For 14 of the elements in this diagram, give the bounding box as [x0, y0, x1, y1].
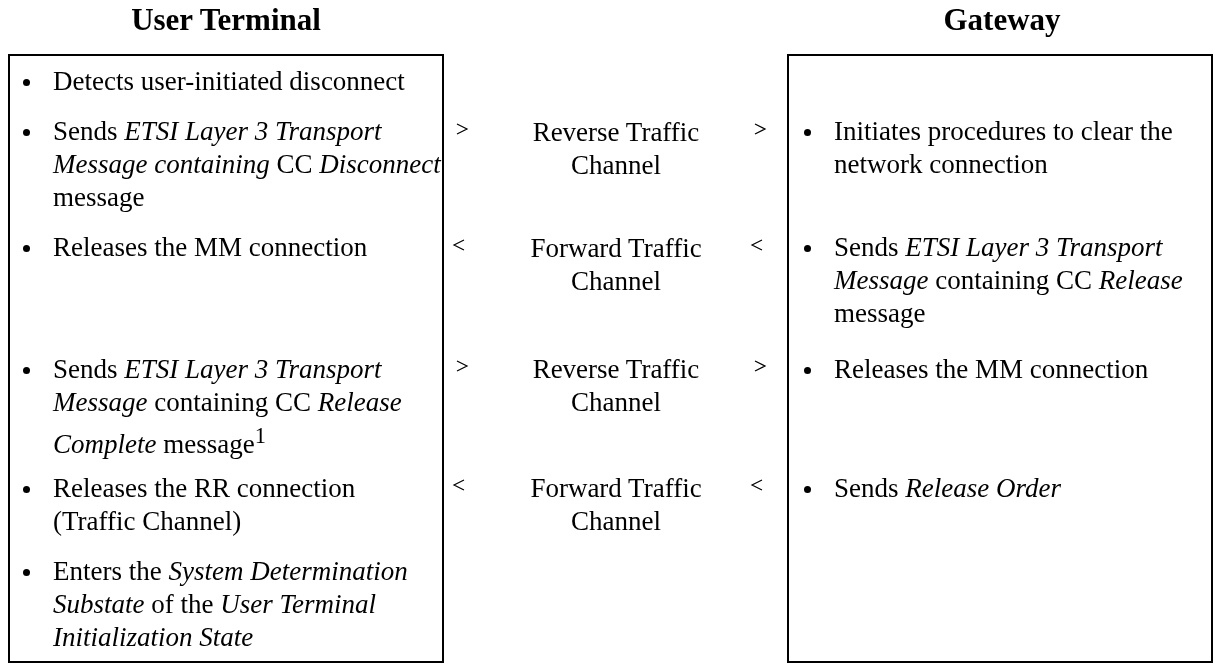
bullet-text: Enters the System Determination Substate of the User Terminal Initialization State	[53, 555, 409, 654]
bullet-text: Sends ETSI Layer 3 Transport Message containing CC Release Complete message$^{1}$	[53, 353, 403, 461]
bullet-text: Initiates procedures to clear the network connection	[834, 115, 1174, 181]
bullet-text: Sends ETSI Layer 3 Transport Message containing CC Release message	[834, 231, 1184, 330]
bullet-text: Detects user-initiated disconnect	[53, 65, 406, 98]
column-heading: Gateway	[943, 2, 1061, 38]
bullet-text: Sends ETSI Layer 3 Transport Message containing CC Disconnect message	[53, 115, 441, 214]
edge-label: Reverse Traffic Channel	[531, 116, 701, 182]
bullet-text: Releases the MM connection	[834, 353, 1150, 386]
bullet-text: Releases the RR connection (Traffic Channel)	[53, 472, 357, 538]
edge-label: Reverse Traffic Channel	[531, 353, 701, 419]
bullet-text: Sends Release Order	[834, 472, 1062, 505]
bullet-text: Releases the MM connection	[53, 231, 369, 264]
column-heading: User Terminal	[131, 2, 321, 38]
